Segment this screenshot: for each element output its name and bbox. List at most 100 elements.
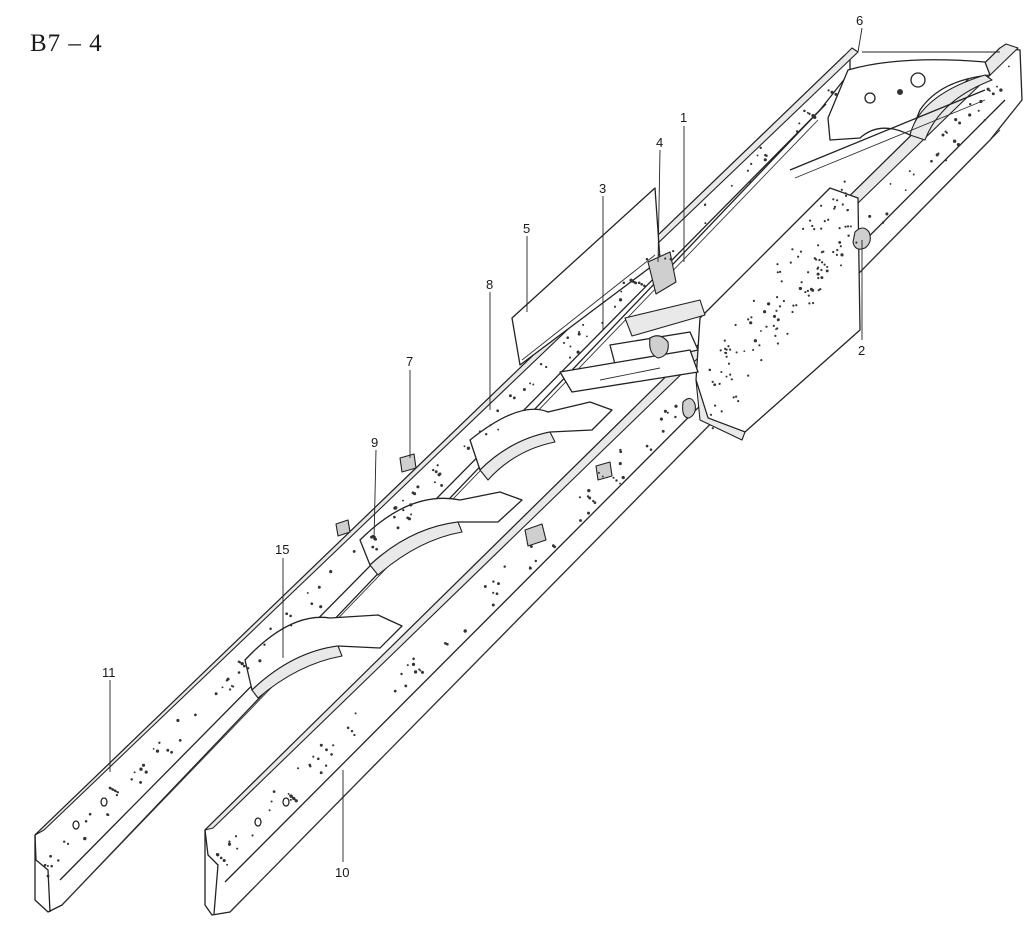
rivet-dot <box>221 686 224 689</box>
rivet-dot <box>410 513 413 516</box>
rivet-dot <box>512 396 516 400</box>
rivet-dot <box>478 430 481 433</box>
rivet-dot <box>620 290 623 293</box>
rivet-dot <box>779 270 782 273</box>
rivet-dot <box>214 692 218 696</box>
rivet-dot <box>811 288 815 292</box>
right-side-rail <box>204 43 1023 916</box>
rivet-dot <box>319 771 323 775</box>
rivet-dot <box>46 874 50 878</box>
rivet-dot <box>406 664 409 667</box>
rivet-dot <box>713 383 717 387</box>
rivet-dot <box>43 863 47 867</box>
rivet-dot <box>166 748 170 752</box>
rivet-dot <box>991 92 995 96</box>
rivet-dot <box>799 250 803 253</box>
rivet-dot <box>57 859 60 862</box>
left-side-rail <box>34 47 859 913</box>
rivet-dot <box>840 188 843 191</box>
rivet-dot <box>411 662 416 667</box>
rivet-dot <box>622 281 626 285</box>
rivet-dot <box>416 485 420 489</box>
arched-crossmember-middle <box>335 491 547 576</box>
rivet-dot <box>463 629 467 633</box>
rivet-dot <box>306 591 309 594</box>
rivet-dot <box>319 743 323 747</box>
rivet-dot <box>766 302 771 306</box>
rivet-dot <box>803 109 806 113</box>
rivet-dot <box>569 345 572 348</box>
rivet-dot <box>750 162 753 165</box>
rivet-dot <box>752 299 756 302</box>
rivet-dot <box>310 602 314 606</box>
rivet-dot <box>807 271 810 274</box>
rivet-dot <box>618 462 622 466</box>
rivet-dot <box>820 251 824 254</box>
rivet-dot <box>285 612 289 616</box>
rivet-dot <box>232 685 235 688</box>
rivet-dot <box>725 355 728 358</box>
rivet-dot <box>236 847 239 850</box>
rivet-dot <box>816 267 819 270</box>
rivet-dot <box>820 268 823 272</box>
right-reinforcement-plate <box>682 187 871 441</box>
rivet-dot <box>407 517 412 521</box>
rivet-dot <box>912 173 915 176</box>
rivet-dot <box>263 643 266 646</box>
rivet-dot <box>797 255 800 258</box>
rivet-dot <box>545 365 548 369</box>
rivet-dot <box>977 109 980 112</box>
rivet-dot <box>969 102 972 106</box>
arched-crossmember-rear <box>244 614 403 699</box>
rivet-dot <box>432 468 435 472</box>
rivet-dot <box>645 257 649 261</box>
rivet-dot <box>817 244 820 247</box>
rivet-dot <box>718 382 721 385</box>
rivet-dot <box>780 280 783 283</box>
callout-5: 5 <box>523 221 530 236</box>
rivet-dot <box>711 380 714 383</box>
rivet-dot <box>723 339 726 342</box>
rivet-dot <box>760 359 763 362</box>
rivet-dot <box>823 220 826 223</box>
rivet-dot <box>941 133 945 137</box>
callout-1: 1 <box>680 110 687 125</box>
rivet-dot <box>747 374 750 377</box>
rivet-dot <box>836 248 839 252</box>
rivet-dot <box>619 482 621 485</box>
rivet-dot <box>178 739 182 742</box>
rivet-dot <box>413 670 418 674</box>
rivet-dot <box>621 475 625 480</box>
rivet-dot <box>194 713 197 717</box>
rivet-dot <box>999 88 1003 92</box>
rivet-dot <box>935 153 939 157</box>
rivet-dot <box>765 325 768 328</box>
rivet-dot <box>317 757 320 761</box>
rivet-dot <box>820 227 823 230</box>
callout-labels: 6 1 4 3 5 8 7 9 15 11 10 2 <box>102 13 865 880</box>
rivet-dot <box>823 263 826 266</box>
rivet-dot <box>832 198 835 201</box>
rivet-dot <box>578 496 581 499</box>
rivet-dot <box>330 753 333 756</box>
rivet-dot <box>112 788 115 791</box>
rivet-dot <box>139 767 143 771</box>
rivet-dot <box>593 501 597 504</box>
rivet-dot <box>522 387 526 392</box>
rivet-dot <box>841 203 844 206</box>
rivet-dot <box>952 139 957 143</box>
rivet-dot <box>725 348 728 351</box>
rivet-dot <box>811 224 814 228</box>
rivet-dot <box>412 657 415 661</box>
rivet-dot <box>585 335 588 338</box>
rivet-dot <box>576 350 580 354</box>
rivet-dot <box>612 476 615 479</box>
rivet-dot <box>811 114 815 118</box>
rivet-dot <box>988 89 991 92</box>
callout-3: 3 <box>599 181 606 196</box>
rivet-dot <box>758 344 761 347</box>
callout-10: 10 <box>335 865 349 880</box>
rivet-dot <box>714 404 717 407</box>
rivet-dot <box>772 324 775 327</box>
rivet-dot <box>725 351 728 355</box>
